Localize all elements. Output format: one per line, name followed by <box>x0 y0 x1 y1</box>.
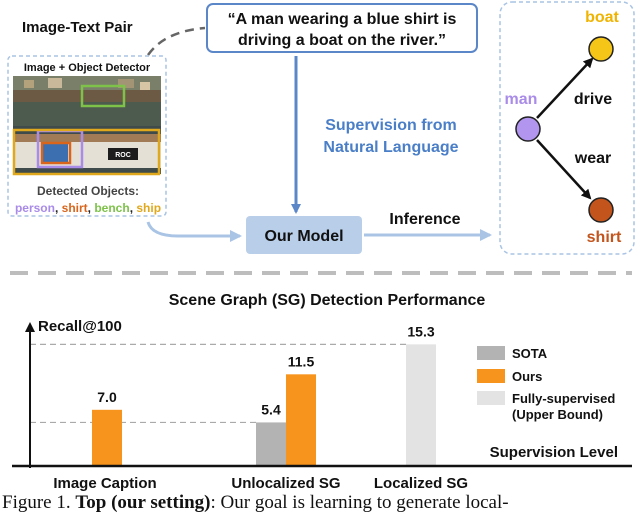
caption-bold: Top (our setting) <box>75 492 211 513</box>
image-text-pair-label: Image-Text Pair <box>22 19 133 36</box>
bar-sota-1 <box>256 422 286 465</box>
detector-title: Image + Object Detector <box>24 62 151 74</box>
caption-text-line2: driving a boat on the river.” <box>238 32 446 49</box>
inference-label: Inference <box>389 211 460 228</box>
node-boat <box>588 36 614 62</box>
node-man <box>515 116 541 142</box>
object-person: person <box>15 201 55 215</box>
detected-objects-list: person, shirt, bench, ship <box>15 201 161 215</box>
bbox-shirt <box>40 141 72 165</box>
object-shirt: shirt <box>62 201 88 215</box>
caption-rest: : Our goal is learning to generate local… <box>210 492 509 513</box>
detector-photo: ROC <box>13 76 161 174</box>
edge-wear-label: wear <box>574 150 611 167</box>
node-shirt <box>588 197 614 223</box>
node-shirt-label: shirt <box>587 229 622 246</box>
chart: Scene Graph (SG) Detection Performance R… <box>12 292 632 492</box>
image-to-model-arrow <box>146 221 242 242</box>
category-label: Localized SG <box>374 475 468 492</box>
node-boat-label: boat <box>585 9 619 26</box>
supervision-line1: Supervision from <box>325 117 457 134</box>
supervision-line2: Natural Language <box>323 139 458 156</box>
chart-xlabel: Supervision Level <box>490 444 618 461</box>
object-ship: ship <box>136 201 161 215</box>
bbox-ship <box>12 128 161 176</box>
legend-label: SOTA <box>512 346 548 361</box>
edge-drive-label: drive <box>574 91 612 108</box>
legend-swatch <box>477 369 505 383</box>
caption-prefix: Figure 1. <box>2 492 71 513</box>
bar-ours-0 <box>92 409 122 465</box>
our-model-label: Our Model <box>264 228 343 245</box>
category-label: Image Caption <box>53 475 156 492</box>
bar-fully-supervised-2 <box>406 344 436 465</box>
detected-objects-title: Detected Objects: <box>37 184 139 198</box>
caption-text-line1: “A man wearing a blue shirt is <box>228 11 457 28</box>
value-label: 7.0 <box>97 389 117 405</box>
category-label: Unlocalized SG <box>231 475 340 492</box>
chart-ylabel: Recall@100 <box>38 318 122 335</box>
legend-label-sub: (Upper Bound) <box>512 407 603 422</box>
object-bench: bench <box>94 201 129 215</box>
chart-title: Scene Graph (SG) Detection Performance <box>169 292 486 309</box>
bbox-bench <box>80 84 126 108</box>
node-man-label: man <box>505 91 538 108</box>
legend-swatch <box>477 391 505 405</box>
our-model-box <box>246 216 362 254</box>
value-label: 5.4 <box>261 401 281 417</box>
caption-text-box <box>206 3 478 53</box>
chart-categories: Image Caption Unlocalized SG Localized SG <box>53 475 468 492</box>
value-label: 11.5 <box>288 353 315 369</box>
bar-ours-1 <box>286 374 316 465</box>
svg-text:ROC: ROC <box>115 152 131 159</box>
legend-swatch <box>477 346 505 360</box>
edge-wear-line <box>536 139 592 200</box>
edge-drive-line <box>536 57 594 119</box>
chart-value-labels: 7.0 5.4 11.5 15.3 <box>97 323 435 417</box>
scene-graph-box <box>499 1 635 255</box>
legend-label: Fully-supervised <box>512 391 615 406</box>
legend-label: Ours <box>512 369 542 384</box>
figure-caption: Figure 1. Top (our setting): Our goal is… <box>2 492 640 514</box>
value-label: 15.3 <box>407 323 434 339</box>
chart-guides <box>30 343 406 424</box>
chart-bars <box>92 344 436 465</box>
pair-connector <box>146 26 206 56</box>
